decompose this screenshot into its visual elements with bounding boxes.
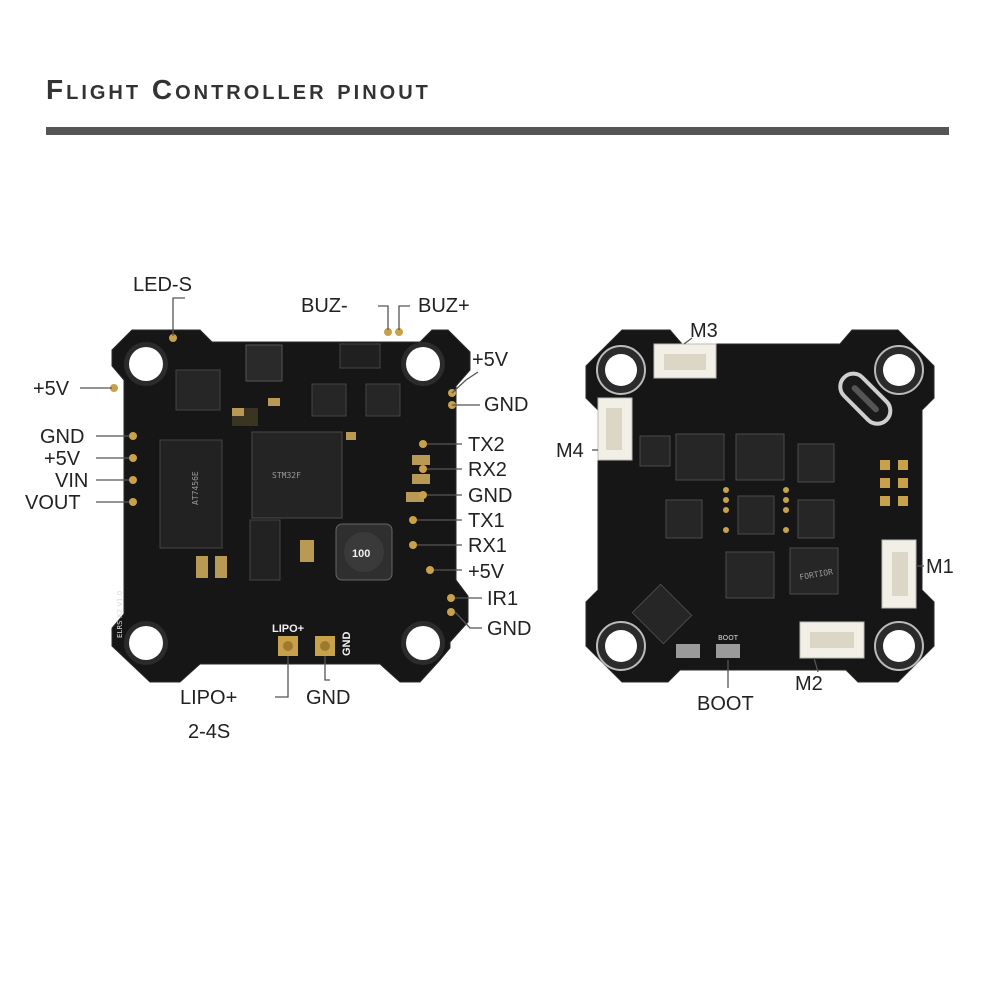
silk-lipo: LIPO+ [272, 623, 304, 635]
battery-pads: LIPO+ GND [272, 623, 353, 656]
mounting-hole [596, 345, 646, 395]
mounting-hole [874, 345, 924, 395]
leader-lines-esc [592, 337, 924, 688]
label-m2: M2 [795, 673, 823, 695]
esc-driver-chip [725, 551, 775, 599]
label-buz-minus: BUZ- [301, 295, 348, 317]
label-gnd-mid-right: GND [468, 485, 512, 507]
motor-connector-m3 [653, 343, 717, 379]
esc-mosfet [737, 495, 775, 535]
label-gnd-battery: GND [306, 687, 350, 709]
elrs-receiver [249, 519, 281, 581]
via-dots [723, 460, 908, 533]
silk-boot: BOOT [718, 634, 739, 642]
label-ir1: IR1 [487, 588, 518, 610]
label-lipo-plus: LIPO+ [180, 687, 237, 709]
gyro-chip [175, 369, 221, 411]
esc-bottom-board: FORTIOR BO [556, 320, 954, 715]
label-vout: VOUT [25, 492, 81, 514]
mounting-hole [124, 621, 168, 665]
boot-pads: BOOT [676, 634, 740, 658]
power-inductor: 100 [335, 523, 393, 581]
page-title: Flight Controller pinout [46, 74, 431, 105]
regulator-chip [365, 383, 401, 417]
label-rx1: RX1 [468, 535, 507, 557]
label-vin: VIN [55, 470, 88, 492]
osd-chip-label: AT7456E [191, 471, 200, 505]
esc-driver-chip [789, 547, 839, 595]
label-cells: 2-4S [188, 721, 230, 743]
label-5v-right: +5V [468, 561, 505, 583]
label-5v-left-2: +5V [44, 448, 81, 470]
pad-ir1 [447, 594, 455, 602]
silk-gnd: GND [341, 632, 353, 657]
esc-driver-chip [675, 433, 725, 481]
inductor-marking: 100 [352, 548, 370, 560]
label-boot: BOOT [697, 693, 754, 715]
label-gnd-bottom-right: GND [487, 618, 531, 640]
label-m4: M4 [556, 440, 584, 462]
esc-driver-chips [631, 433, 839, 645]
pad-gnd-mid-right [419, 491, 427, 499]
mounting-hole [596, 621, 646, 671]
pad-group-top [169, 328, 403, 342]
leader-lines [80, 297, 482, 698]
buzzer-driver [339, 343, 381, 369]
label-5v-top-right: +5V [472, 349, 509, 371]
pad-gnd-bottom-right [447, 608, 455, 616]
pad-rx2 [419, 465, 427, 473]
esc-mosfet [797, 443, 835, 483]
mounting-hole [124, 342, 168, 386]
mcu-chip-label: STM32F [272, 471, 301, 480]
passive-components [196, 398, 430, 578]
motor-connector-m1 [881, 539, 917, 609]
esc-mosfet [797, 499, 835, 539]
label-gnd-left: GND [40, 426, 84, 448]
pad-led-s [169, 334, 177, 342]
pad-vout [129, 498, 137, 506]
pad-rx1 [409, 541, 417, 549]
mounting-hole [874, 621, 924, 671]
boot-pad [716, 644, 740, 658]
mounting-hole [401, 342, 445, 386]
fc-top-board: AT7456E STM32F 100 [25, 274, 531, 743]
mcu-chip [251, 431, 343, 519]
pad-5v-left [129, 454, 137, 462]
pad-vin [129, 476, 137, 484]
label-tx2: TX2 [468, 434, 505, 456]
pad-group-left [110, 384, 137, 506]
silk-board-name: ELRS X2 V1.0 [116, 591, 124, 638]
led-module [245, 344, 283, 382]
label-m1: M1 [926, 556, 954, 578]
motor-connector-m2 [799, 621, 865, 659]
pad-tx1 [409, 516, 417, 524]
label-tx1: TX1 [468, 510, 505, 532]
esc-mcu [631, 583, 693, 645]
pad-5v-right [426, 566, 434, 574]
label-5v-left: +5V [33, 378, 70, 400]
osd-chip [159, 439, 223, 549]
label-m3: M3 [690, 320, 718, 342]
esc-mosfet [665, 499, 703, 539]
pad-5v-top-left [110, 384, 118, 392]
esc-mosfet [639, 435, 671, 467]
pad-buz-plus [395, 328, 403, 336]
label-gnd-top-right: GND [484, 394, 528, 416]
label-rx2: RX2 [468, 459, 507, 481]
usb-c-port [838, 371, 893, 426]
label-led-s: LED-S [133, 274, 192, 296]
boot-pad [676, 644, 700, 658]
label-buz-plus: BUZ+ [418, 295, 470, 317]
pad-gnd-left [129, 432, 137, 440]
regulator-chip [311, 383, 347, 417]
esc-driver-chip [735, 433, 785, 481]
pad-buz-minus [384, 328, 392, 336]
title-underline [46, 127, 949, 135]
mounting-hole [401, 621, 445, 665]
motor-connector-m4 [597, 397, 633, 461]
pad-tx2 [419, 440, 427, 448]
